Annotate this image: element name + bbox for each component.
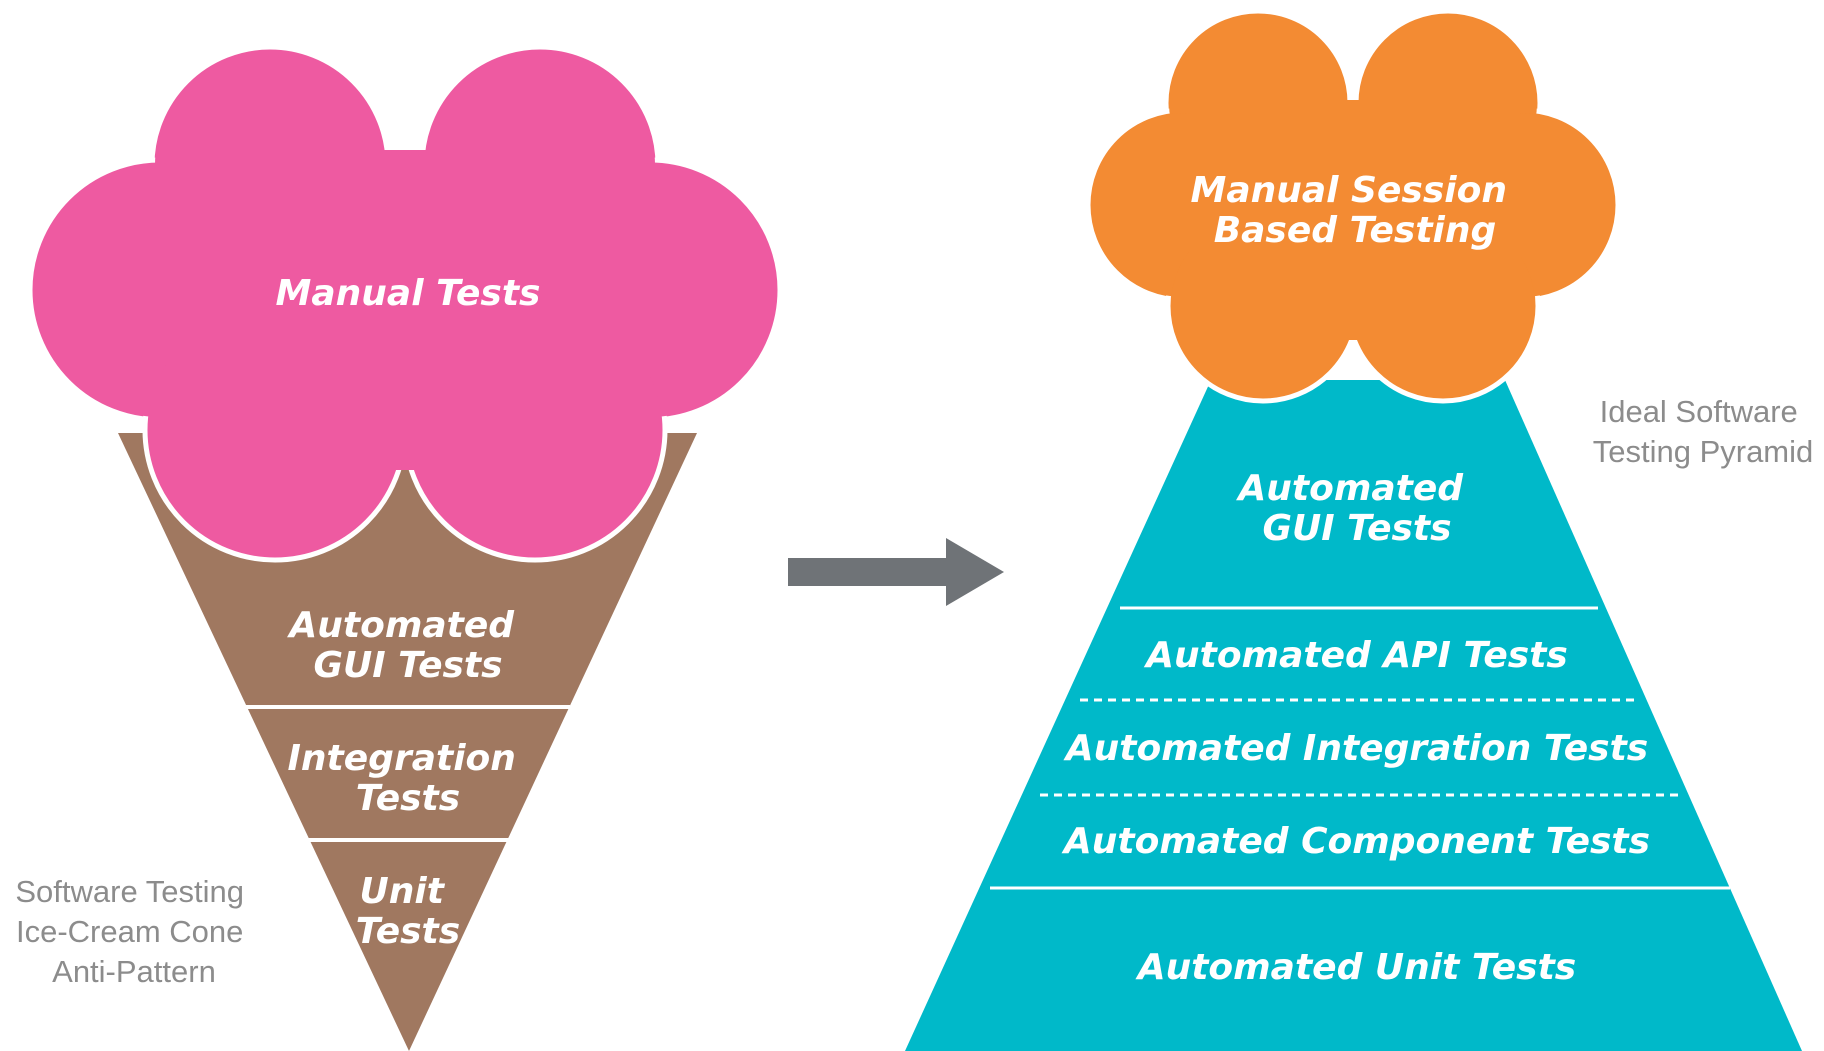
pyramid-layer-integration: Automated Integration Tests <box>1063 728 1648 769</box>
ice-cream-cone <box>118 433 697 1051</box>
cone-layer-unit: Unit Tests <box>356 871 460 952</box>
pyramid-layer-component-line: Automated Component Tests <box>1061 821 1650 862</box>
pyramid-layer-api-line: Automated API Tests <box>1143 635 1568 676</box>
pyramid-layer-gui-line-2: GUI Tests <box>1262 508 1451 549</box>
pyramid-layer-unit-line: Automated Unit Tests <box>1135 947 1577 988</box>
left-caption: Software Testing Ice-Cream Cone Anti-Pat… <box>15 874 252 989</box>
pyramid-layer-gui-line-1: Automated <box>1235 468 1464 509</box>
testing-pyramid <box>905 380 1802 1051</box>
cone-layer-integration-line-1: Integration <box>288 738 516 779</box>
scoop-fill <box>33 50 777 557</box>
arrow-icon <box>788 538 1004 606</box>
cone-layer-unit-line-2: Tests <box>356 911 460 952</box>
pyramid-layer-api: Automated API Tests <box>1143 635 1568 676</box>
scoop-label-line: Manual Tests <box>276 273 541 314</box>
scoop-label: Manual Tests <box>276 273 541 314</box>
pyramid-layer-component: Automated Component Tests <box>1061 821 1650 862</box>
pyramid-layer-unit: Automated Unit Tests <box>1135 947 1577 988</box>
right-caption-line-2: Testing Pyramid <box>1593 434 1814 469</box>
right-caption: Ideal Software Testing Pyramid <box>1593 394 1814 469</box>
pyramid-layer-integration-line: Automated Integration Tests <box>1063 728 1648 769</box>
cloud-label-line-2: Based Testing <box>1214 210 1497 251</box>
pyramid-shape <box>905 380 1802 1051</box>
cloud-fill <box>1091 14 1615 398</box>
left-caption-line-3: Anti-Pattern <box>52 954 216 989</box>
cone-layer-gui: Automated GUI Tests <box>286 605 526 686</box>
cloud-label-line-1: Manual Session <box>1191 170 1507 211</box>
cone-layer-unit-line-1: Unit <box>360 871 446 912</box>
left-caption-line-1: Software Testing <box>15 874 244 909</box>
cone-layer-integration: Integration Tests <box>288 738 529 819</box>
right-caption-line-1: Ideal Software <box>1600 394 1798 429</box>
pyramid-layer-gui: Automated GUI Tests <box>1235 468 1475 549</box>
cone-shape <box>118 433 697 1051</box>
cone-layer-integration-line-2: Tests <box>356 778 460 819</box>
cloud-label: Manual Session Based Testing <box>1191 170 1520 251</box>
left-caption-line-2: Ice-Cream Cone <box>16 914 243 949</box>
cone-layer-gui-line-2: GUI Tests <box>313 645 502 686</box>
cone-layer-gui-line-1: Automated <box>286 605 515 646</box>
